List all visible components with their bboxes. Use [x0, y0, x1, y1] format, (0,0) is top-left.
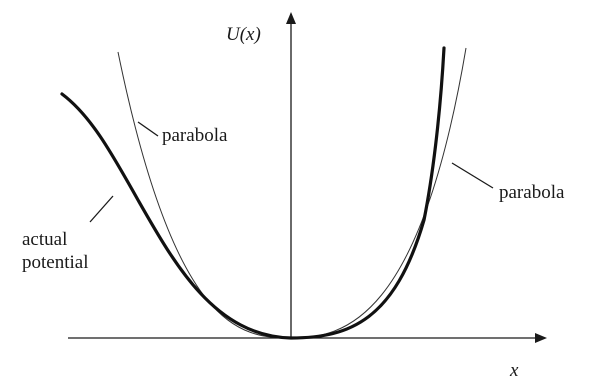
parabola-right-leader — [451, 162, 494, 189]
parabola-curve — [117, 47, 467, 339]
parabola-label-left: parabola — [162, 125, 228, 146]
actual-potential-label-line2: potential — [22, 252, 88, 273]
parabola-label-right: parabola — [499, 182, 565, 203]
actual-potential-leader — [89, 195, 114, 223]
actual-potential-curve — [60, 46, 446, 340]
actual-potential-label-line1: actual — [22, 229, 67, 250]
y-axis-label: U(x) — [226, 24, 261, 45]
x-axis-label: x — [509, 360, 519, 376]
parabola-left-leader — [137, 121, 159, 137]
